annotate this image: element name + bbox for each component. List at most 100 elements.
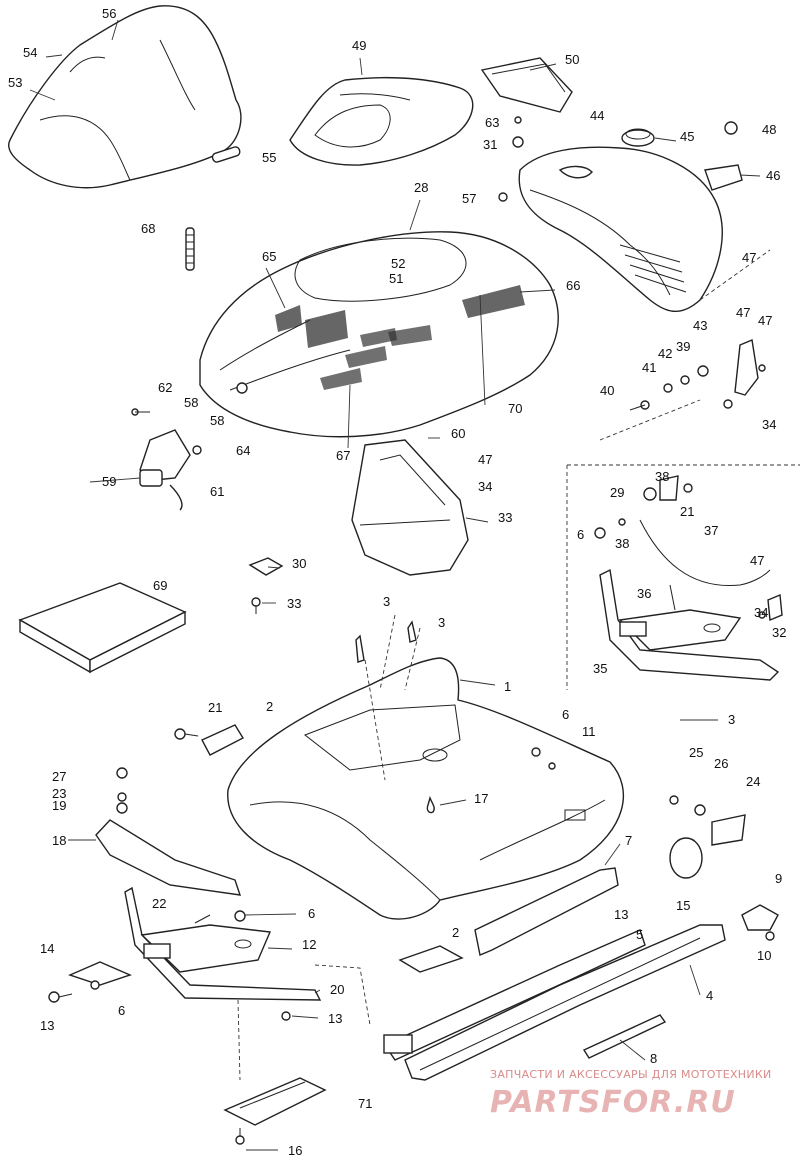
rail-5 bbox=[383, 929, 646, 1061]
foam-pad bbox=[18, 582, 187, 674]
hood bbox=[199, 231, 559, 438]
callout-7: 7 bbox=[625, 833, 632, 848]
callout-16: 16 bbox=[288, 1143, 302, 1158]
bolt-21 bbox=[174, 728, 199, 740]
reflector-group bbox=[669, 795, 746, 879]
callout-47: 47 bbox=[478, 452, 492, 467]
callout-41: 41 bbox=[642, 360, 656, 375]
callout-2: 2 bbox=[266, 699, 273, 714]
callout-13: 13 bbox=[40, 1018, 54, 1033]
callout-21: 21 bbox=[680, 504, 694, 519]
callout-42: 42 bbox=[658, 346, 672, 361]
windshield bbox=[8, 5, 242, 189]
callout-38: 38 bbox=[655, 469, 669, 484]
callout-25: 25 bbox=[689, 745, 703, 760]
callout-22: 22 bbox=[152, 896, 166, 911]
callout-71: 71 bbox=[358, 1096, 372, 1111]
hood-grille-66 bbox=[462, 285, 525, 318]
callout-48: 48 bbox=[762, 122, 776, 137]
rail-7 bbox=[474, 867, 619, 956]
callout-43: 43 bbox=[693, 318, 707, 333]
callout-57: 57 bbox=[462, 191, 476, 206]
fastener-63-31 bbox=[512, 116, 524, 148]
callout-49: 49 bbox=[352, 38, 366, 53]
callout-34: 34 bbox=[754, 605, 768, 620]
callout-56: 56 bbox=[102, 6, 116, 21]
callout-58: 58 bbox=[184, 395, 198, 410]
bolts-3 bbox=[355, 620, 417, 663]
left-bracket-18 bbox=[95, 767, 242, 896]
callout-13: 13 bbox=[328, 1011, 342, 1026]
callout-62: 62 bbox=[158, 380, 172, 395]
callout-24: 24 bbox=[746, 774, 760, 789]
callout-14: 14 bbox=[40, 941, 54, 956]
callout-35: 35 bbox=[593, 661, 607, 676]
callout-6: 6 bbox=[562, 707, 569, 722]
callout-28: 28 bbox=[414, 180, 428, 195]
callout-12: 12 bbox=[302, 937, 316, 952]
callout-53: 53 bbox=[8, 75, 22, 90]
bottom-pan bbox=[227, 657, 625, 920]
callout-45: 45 bbox=[680, 129, 694, 144]
callout-36: 36 bbox=[637, 586, 651, 601]
callout-33: 33 bbox=[287, 596, 301, 611]
callout-5: 5 bbox=[636, 927, 643, 942]
callout-54: 54 bbox=[23, 45, 37, 60]
bolt-group-39-43 bbox=[629, 339, 766, 411]
watermark-caption: ЗАПЧАСТИ И АКСЕССУАРЫ ДЛЯ МОТОТЕХНИКИ bbox=[490, 1068, 772, 1081]
callout-47: 47 bbox=[742, 250, 756, 265]
callout-68: 68 bbox=[141, 221, 155, 236]
callout-2: 2 bbox=[452, 925, 459, 940]
callout-21: 21 bbox=[208, 700, 222, 715]
callout-11: 11 bbox=[582, 724, 596, 739]
fuel-cap bbox=[621, 129, 655, 147]
callout-6: 6 bbox=[308, 906, 315, 921]
seal-2a bbox=[201, 724, 244, 756]
callout-52: 52 bbox=[391, 256, 405, 271]
callout-26: 26 bbox=[714, 756, 728, 771]
spring bbox=[185, 227, 195, 271]
callout-8: 8 bbox=[650, 1051, 657, 1066]
callout-20: 20 bbox=[330, 982, 344, 997]
skid-plate bbox=[223, 1077, 327, 1145]
callout-3: 3 bbox=[383, 594, 390, 609]
callout-31: 31 bbox=[483, 137, 497, 152]
callout-65: 65 bbox=[262, 249, 276, 264]
callout-29: 29 bbox=[610, 485, 624, 500]
dashboard-panel bbox=[289, 76, 474, 166]
callout-58: 58 bbox=[210, 413, 224, 428]
callout-69: 69 bbox=[153, 578, 167, 593]
callout-6: 6 bbox=[577, 527, 584, 542]
callout-23: 23 bbox=[52, 786, 66, 801]
callout-47: 47 bbox=[736, 305, 750, 320]
left-small-parts bbox=[48, 961, 291, 1021]
callout-61: 61 bbox=[210, 484, 224, 499]
callout-46: 46 bbox=[766, 168, 780, 183]
callout-32: 32 bbox=[772, 625, 786, 640]
watermark: ЗАПЧАСТИ И АКСЕССУАРЫ ДЛЯ МОТОТЕХНИКИ PA… bbox=[490, 1068, 772, 1120]
strip-8 bbox=[582, 1014, 667, 1059]
callout-47: 47 bbox=[750, 553, 764, 568]
runner-4 bbox=[404, 924, 726, 1081]
callout-40: 40 bbox=[600, 383, 614, 398]
callout-3: 3 bbox=[438, 615, 445, 630]
callout-47: 47 bbox=[758, 313, 772, 328]
callout-34: 34 bbox=[762, 417, 776, 432]
callout-34: 34 bbox=[478, 479, 492, 494]
callout-44: 44 bbox=[590, 108, 604, 123]
callout-59: 59 bbox=[102, 474, 116, 489]
callout-15: 15 bbox=[676, 898, 690, 913]
leader-lines bbox=[29, 19, 761, 1151]
watermark-brand: PARTSFOR.RU bbox=[490, 1085, 736, 1120]
hood-grille-65 bbox=[275, 305, 348, 348]
callout-3: 3 bbox=[728, 712, 735, 727]
tank-vents bbox=[619, 244, 687, 293]
callout-66: 66 bbox=[566, 278, 580, 293]
side-panel bbox=[351, 439, 469, 576]
windshield-clip bbox=[211, 146, 241, 163]
hinge-9-10 bbox=[741, 904, 779, 941]
callout-60: 60 bbox=[451, 426, 465, 441]
seal-2b bbox=[398, 945, 464, 973]
bracket-30 bbox=[248, 557, 284, 614]
